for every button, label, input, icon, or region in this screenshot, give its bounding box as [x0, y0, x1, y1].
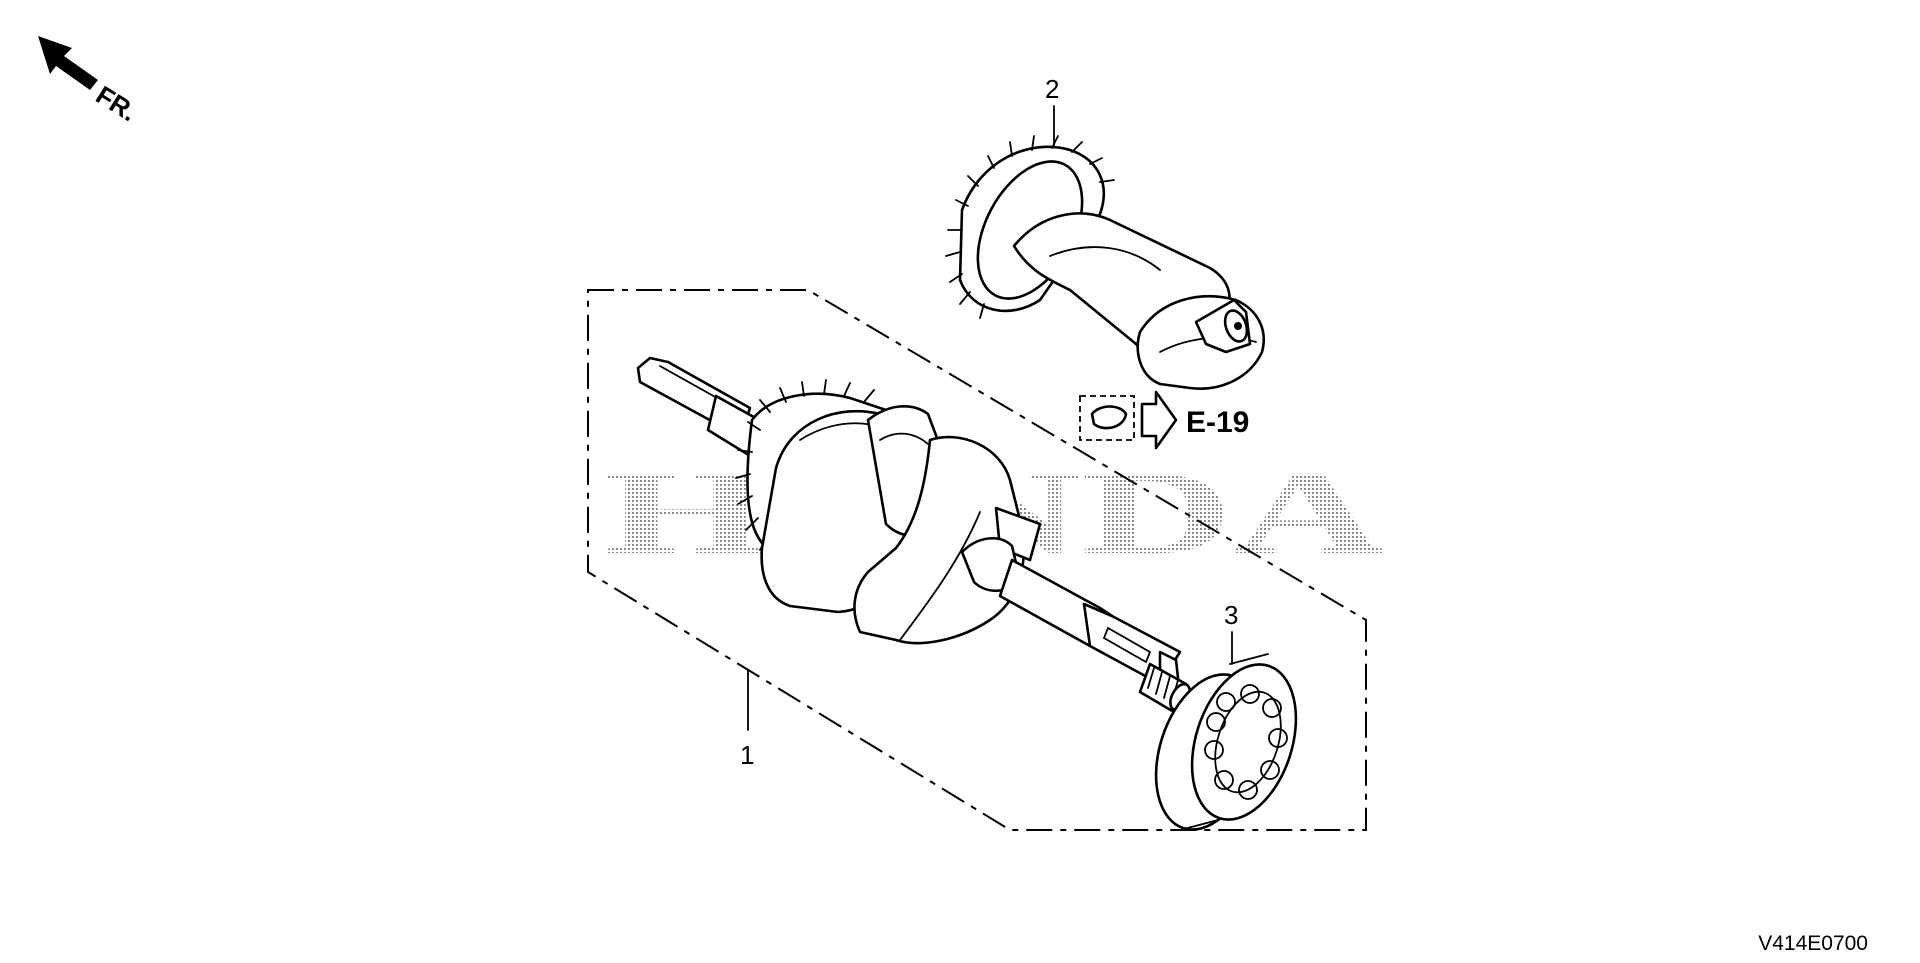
front-arrow-icon [38, 36, 98, 90]
crankshaft [636, 356, 1191, 714]
reference-arrow-icon [1140, 390, 1178, 450]
front-direction-indicator: FR. [38, 36, 142, 127]
assembly-boundary [587, 289, 1367, 831]
drawing-code: V414E0700 [1758, 932, 1868, 955]
balancer-shaft [945, 135, 1265, 390]
direction-label: FR. [91, 80, 142, 128]
ball-bearing [1154, 653, 1298, 831]
callout-1: 1 [740, 740, 754, 770]
woodruff-key-reference: E-19 [1079, 390, 1249, 450]
keyway [1102, 626, 1152, 664]
reference-label: E-19 [1186, 406, 1249, 439]
woodruff-key-icon [1090, 405, 1128, 430]
callout-3: 3 [1224, 600, 1238, 630]
callout-2: 2 [1045, 74, 1059, 104]
